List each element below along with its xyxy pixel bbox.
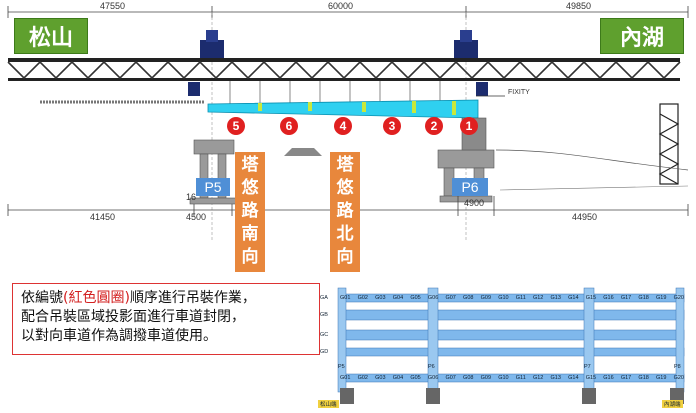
segment-label: G03 [375,375,386,381]
segment-label: G13 [550,375,561,381]
segment-label: G11 [515,295,526,301]
row-label: GD [320,349,329,355]
truss-girder [7,58,681,81]
road-char: 北 [336,224,354,245]
segment-row-bottom: G01 G02 G03 G04 G05 G06 G07 G08 G09 G10 … [340,375,684,381]
plan-pier-label: P7 [584,364,591,370]
segment-label: G07 [445,295,456,301]
segment-label: G05 [410,295,421,301]
segment-label: G16 [603,375,614,381]
plan-view: GA GB GC GD G01 G02 G03 G04 G05 G06 G07 … [318,284,692,410]
plan-view-drawing [337,287,685,404]
segment-label: G18 [638,295,649,301]
segment-label: G19 [656,375,667,381]
construction-note: 依編號(紅色圓圈)順序進行吊裝作業， 配合吊裝區域投影面進行車道封閉， 以對向車… [12,283,320,355]
segment-label: G06 [427,295,439,301]
segment-label: G15 [585,375,597,381]
gantry-tower-right [454,30,488,96]
dimension-bottom-3: 4900 [464,198,485,208]
pier-label-p5: P5 [196,178,230,196]
road-char: 路 [241,201,259,222]
segment-label: G02 [357,375,368,381]
segment-label: G15 [585,295,597,301]
plan-pier-label: P5 [338,364,345,370]
segment-label: G08 [463,375,474,381]
segment-label: G09 [480,295,492,301]
temporary-support-tower [658,103,680,185]
segment-label: G11 [515,375,526,381]
road-char: 向 [336,247,354,267]
segment-label: G07 [445,375,456,381]
segment-label: G01 [340,295,351,301]
segment-label: G16 [603,295,614,301]
plan-end-left: 松山端 [318,400,339,408]
fixity-label: FIXITY [508,89,530,96]
segment-label: G10 [498,295,509,301]
road-northbound-banner: 塔 悠 路 北 向 [330,152,360,272]
segment-label: G06 [427,375,439,381]
sequence-marker: 5 [227,117,245,135]
location-right: 內湖 [600,18,684,54]
plan-pier-label: P8 [674,364,681,370]
sequence-marker: 6 [280,117,298,135]
sequence-marker: 3 [383,117,401,135]
row-label: GB [320,312,328,318]
segment-label: G04 [392,295,404,301]
segment-label: G12 [532,375,544,381]
plan-end-right: 內湖端 [662,400,683,408]
segment-label: G12 [532,295,544,301]
pier-p5 [189,139,239,205]
dimension-small: 16 [186,192,197,202]
road-char: 路 [336,201,354,222]
pier-label-p6: P6 [452,178,488,196]
road-southbound-banner: 塔 悠 路 南 向 [235,152,265,272]
segment-label: G05 [410,375,421,381]
sequence-marker: 4 [334,117,352,135]
road-char: 南 [241,224,259,245]
row-label: GA [320,295,328,301]
road-char: 悠 [241,178,259,199]
sequence-marker: 2 [425,117,443,135]
road-char: 悠 [336,178,354,199]
dimension-top-right: 49850 [566,1,592,11]
segment-label: G09 [480,375,492,381]
segment-label: G18 [638,375,649,381]
location-left: 松山 [14,18,88,54]
segment-label: G04 [392,375,404,381]
note-line-2: 配合吊裝區域投影面進行車道封閉， [21,309,245,325]
segment-label: G20 [673,375,684,381]
dimension-bottom-2: 4500 [186,212,207,222]
note-line-1: 依編號(紅色圓圈)順序進行吊裝作業， [21,290,256,306]
dimension-top-middle: 60000 [328,1,354,11]
road-char: 塔 [336,155,354,176]
segment-label: G17 [620,295,632,301]
segment-label: G13 [550,295,561,301]
segment-label: G02 [357,295,368,301]
segment-label: G14 [568,295,579,301]
road-char: 向 [241,247,259,267]
deck-segments [207,99,479,119]
row-label: GC [320,332,329,338]
dimension-bottom-1: 41450 [90,212,116,222]
gantry-tower-left [188,30,224,96]
segment-row-top: G01 G02 G03 G04 G05 G06 G07 G08 G09 G10 … [340,295,684,301]
sequence-marker: 1 [460,117,478,135]
road-char: 塔 [241,155,259,176]
plan-pier-label: P6 [428,364,435,370]
segment-label: G19 [656,295,667,301]
segment-label: G08 [463,295,474,301]
segment-label: G10 [498,375,509,381]
note-line-3: 以對向車道作為調撥車道使用。 [21,328,217,344]
segment-label: G20 [673,295,684,301]
segment-label: G17 [620,375,632,381]
segment-label: G01 [340,375,351,381]
segment-label: G03 [375,295,386,301]
dimension-top-left: 47550 [100,1,126,11]
segment-label: G14 [568,375,579,381]
dimension-bottom-4: 44950 [572,212,598,222]
